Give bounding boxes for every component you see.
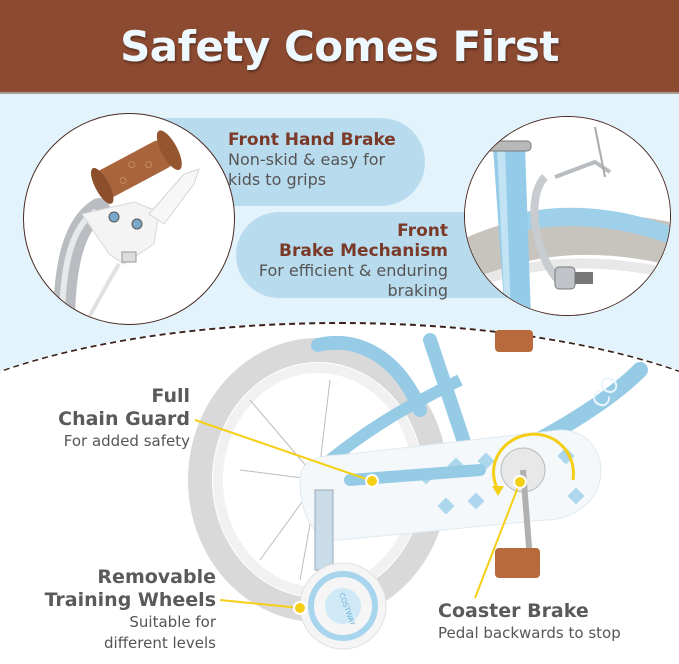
training-wheels-callout: Removable Training Wheels Suitable for d… bbox=[10, 566, 216, 654]
brake-lever-icon bbox=[53, 130, 200, 324]
chain-guard-heading-1: Full bbox=[151, 385, 190, 407]
training-wheels-heading-1: Removable bbox=[97, 566, 216, 588]
chain-guard-desc: For added safety bbox=[63, 432, 190, 450]
training-wheels-heading-2: Training Wheels bbox=[44, 589, 216, 611]
coaster-brake-desc: Pedal backwards to stop bbox=[438, 624, 621, 642]
front-hand-brake-desc-2: kids to grips bbox=[228, 170, 327, 189]
front-hand-brake-desc-1: Non-skid & easy for bbox=[228, 150, 386, 169]
chain-guard-callout: Full Chain Guard For added safety bbox=[20, 385, 190, 452]
page-title: Safety Comes First bbox=[120, 21, 559, 71]
coaster-brake-heading: Coaster Brake bbox=[438, 600, 589, 622]
title-banner: Safety Comes First bbox=[0, 0, 679, 94]
front-hand-brake-heading: Front Hand Brake bbox=[228, 130, 396, 150]
hand-brake-image bbox=[23, 113, 235, 325]
coaster-brake-callout: Coaster Brake Pedal backwards to stop bbox=[438, 600, 678, 644]
front-brake-image bbox=[464, 116, 671, 316]
front-brake-mechanism-text: Front Brake Mechanism For efficient & en… bbox=[248, 221, 448, 301]
training-wheels-desc-1: Suitable for bbox=[129, 613, 216, 631]
front-hand-brake-text: Front Hand Brake Non-skid & easy for kid… bbox=[228, 130, 396, 190]
chain-guard-heading-2: Chain Guard bbox=[58, 408, 190, 430]
front-brake-mechanism-heading-1: Front bbox=[397, 221, 448, 241]
front-brake-mechanism-heading-2: Brake Mechanism bbox=[279, 241, 448, 261]
front-brake-mechanism-desc-2: braking bbox=[387, 281, 448, 300]
training-wheels-desc-2: different levels bbox=[104, 634, 216, 652]
front-brake-mechanism-desc-1: For efficient & enduring bbox=[258, 261, 448, 280]
caliper-brake-icon bbox=[465, 117, 670, 315]
